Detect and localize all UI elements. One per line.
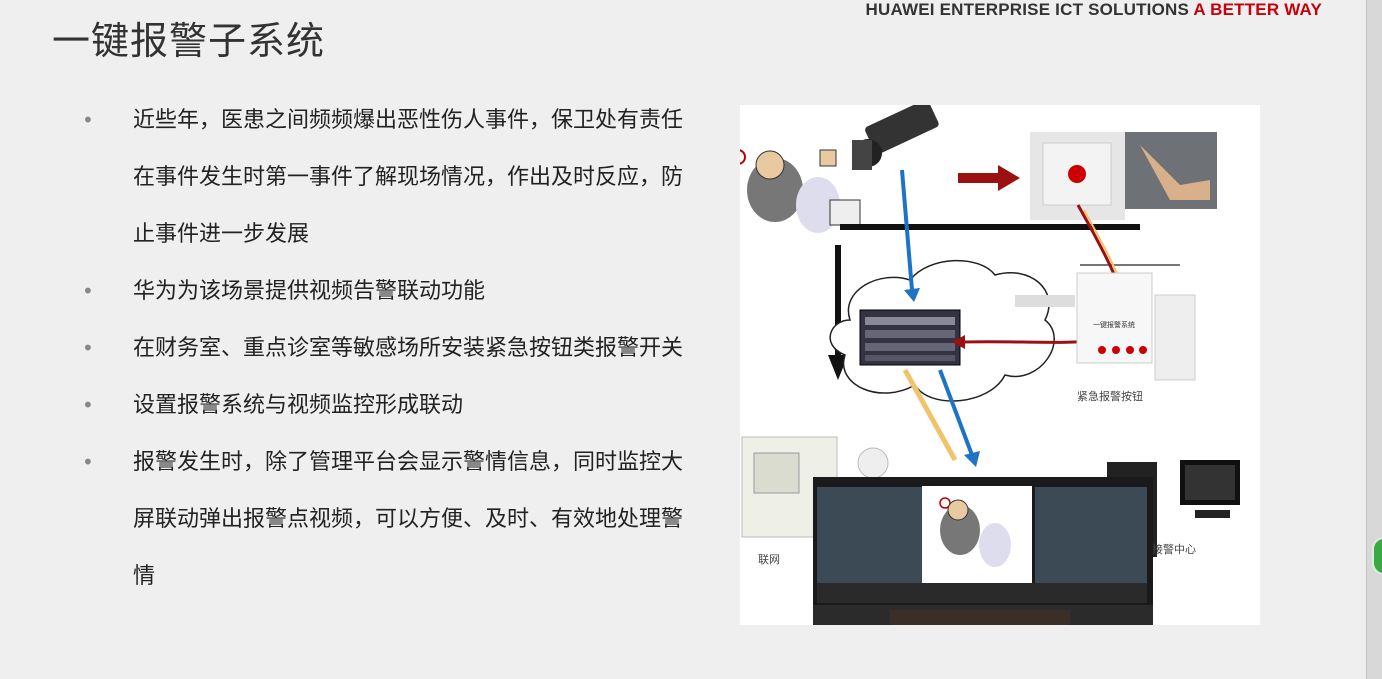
brand-tagline: HUAWEI ENTERPRISE ICT SOLUTIONS A BETTER… [865,0,1322,20]
brand-main: HUAWEI ENTERPRISE ICT SOLUTIONS [865,0,1190,19]
bullet-item: • 华为为该场景提供视频告警联动功能 [82,263,682,320]
server-icon [859,309,961,366]
window-edge [1366,0,1382,679]
diagram-svg: 一键报警系统 紧急报警按钮 联网 接警中心 [728,99,1240,657]
button-label: 紧急报警按钮 [1077,389,1143,403]
bullet-text: 在财务室、重点诊室等敏感场所安装紧急按钮类报警开关 [133,336,684,361]
brand-accent: A BETTER WAY [1193,0,1322,19]
bullet-text: 报警发生时，除了管理平台会显示警情信息，同时监控大屏联动弹出报警点视频，可以方便… [133,450,684,589]
bullet-text: 设置报警系统与视频监控形成联动 [133,393,464,418]
alarm-button-photo [1030,132,1217,220]
bullet-dot-icon: • [82,336,94,360]
floating-badge-icon[interactable] [1372,537,1382,575]
bullet-item: • 设置报警系统与视频监控形成联动 [82,377,682,434]
bullet-list: • 近些年，医患之间频频爆出恶性伤人事件，保卫处有责任在事件发生时第一事件了解现… [82,92,683,605]
panel-label: 一键报警系统 [1093,320,1135,329]
bullet-item: • 在财务室、重点诊室等敏感场所安装紧急按钮类报警开关 [82,320,693,377]
page-title: 一键报警子系统 [52,19,326,63]
camera-icon [852,99,939,170]
left-label: 联网 [758,553,780,566]
alarm-diagram: 一键报警系统 紧急报警按钮 联网 接警中心 [728,99,1260,657]
bullet-text: 华为为该场景提供视频告警联动功能 [133,279,486,304]
center-label: 接警中心 [1152,542,1196,556]
scene-illustration [728,145,863,245]
video-wall [813,477,1153,657]
bullet-dot-icon: • [82,108,94,132]
bullet-dot-icon: • [82,279,94,303]
alarm-panel: 一键报警系统 紧急报警按钮 [1015,272,1196,403]
bullet-item: • 近些年，医患之间频频爆出恶性伤人事件，保卫处有责任在事件发生时第一事件了解现… [82,92,693,263]
bullet-item: • 报警发生时，除了管理平台会显示警情信息，同时监控大屏联动弹出报警点视频，可以… [82,434,693,605]
bullet-text: 近些年，医患之间频频爆出恶性伤人事件，保卫处有责任在事件发生时第一事件了解现场情… [133,108,684,247]
red-arrow-icon [958,165,1020,191]
bullet-dot-icon: • [82,393,94,417]
bullet-dot-icon: • [82,450,94,474]
